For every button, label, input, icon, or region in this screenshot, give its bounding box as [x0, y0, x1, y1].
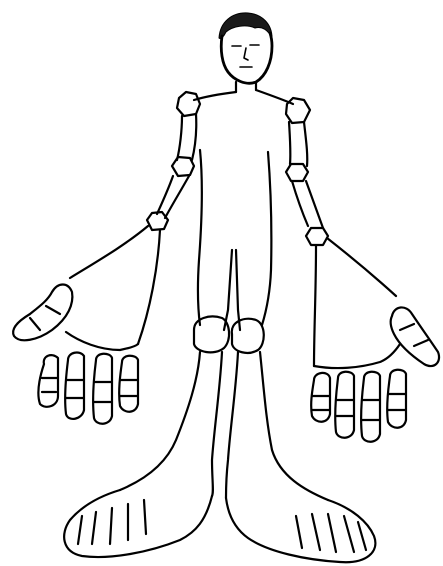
right-toes — [296, 514, 366, 552]
left-finger-3 — [93, 354, 112, 424]
right-elbow-joint — [286, 164, 308, 181]
shoulder-line-left — [194, 92, 236, 100]
torso-left-side — [198, 150, 202, 325]
left-lower-arm-outer — [70, 226, 148, 278]
right-lower-arm-inner — [314, 246, 316, 366]
groin-line-left — [224, 250, 232, 330]
left-toes — [78, 500, 146, 544]
left-foot — [64, 490, 212, 557]
right-lower-arm-outer — [327, 238, 396, 296]
right-finger-1 — [311, 373, 330, 422]
left-fingers — [38, 353, 138, 424]
right-wrist-joint — [306, 228, 328, 245]
right-knee-joint — [232, 319, 264, 353]
left-arm — [13, 114, 196, 424]
head-outline — [221, 33, 272, 83]
right-forearm — [292, 181, 323, 228]
left-thumb — [13, 285, 72, 341]
left-elbow-joint — [172, 157, 194, 176]
left-finger-4 — [119, 356, 138, 412]
right-upper-arm — [289, 122, 307, 166]
left-lower-arm-inner — [138, 230, 160, 344]
right-palm — [314, 344, 400, 368]
shoulder-line-right — [256, 90, 293, 104]
left-shoulder-joint — [177, 92, 200, 116]
right-shoulder-joint — [286, 98, 310, 123]
nose — [244, 48, 248, 60]
torso-right-side — [262, 152, 271, 325]
left-finger-1 — [38, 355, 58, 407]
right-finger-3 — [361, 372, 380, 442]
right-arm — [286, 122, 439, 442]
hair — [219, 13, 272, 39]
left-leg-outer — [120, 352, 200, 490]
left-upper-arm — [177, 114, 196, 160]
right-foot — [226, 498, 375, 562]
left-finger-2 — [65, 353, 84, 419]
head — [219, 13, 272, 83]
groin-line-right — [236, 250, 240, 330]
right-fingers — [311, 370, 406, 442]
left-palm — [66, 332, 138, 350]
right-finger-4 — [387, 370, 406, 428]
right-foot-outline — [226, 498, 375, 562]
right-finger-2 — [335, 372, 354, 438]
left-foot-outline — [64, 490, 212, 557]
left-leg-inner — [212, 352, 222, 496]
right-thumb-joints — [400, 324, 428, 346]
right-leg-inner — [226, 352, 238, 498]
right-thumb — [391, 307, 439, 366]
